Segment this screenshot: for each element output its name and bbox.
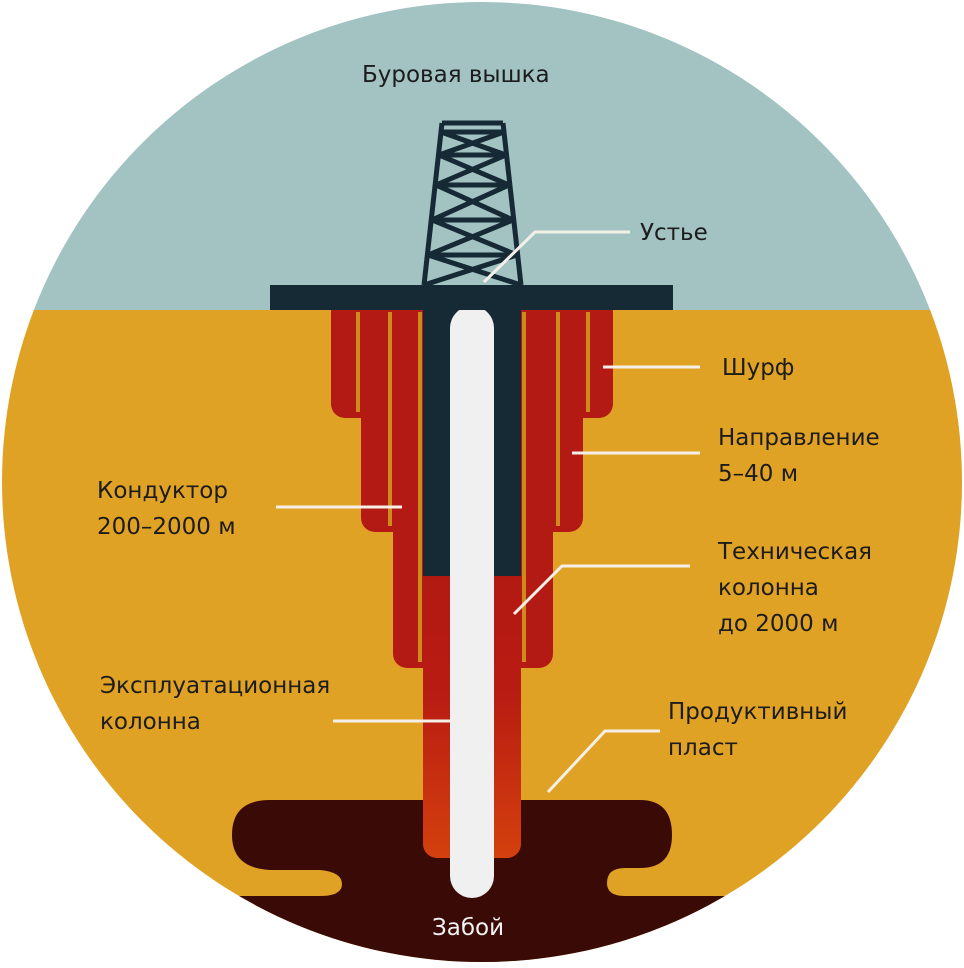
label-wellhead: Устье bbox=[640, 220, 708, 246]
label-conductor-line1: Кондуктор bbox=[97, 478, 228, 504]
label-direction: Направление 5–40 м bbox=[718, 420, 880, 492]
label-rig: Буровая вышка bbox=[362, 62, 550, 88]
production-tube bbox=[450, 306, 494, 898]
label-pit: Шурф bbox=[722, 355, 795, 381]
label-reservoir: Продуктивный пласт bbox=[668, 694, 847, 766]
leader-technical bbox=[512, 564, 690, 616]
leader-lines bbox=[276, 230, 700, 794]
label-reservoir-line2: пласт bbox=[668, 735, 738, 761]
label-technical-line3: до 2000 м bbox=[718, 611, 839, 637]
label-direction-line1: Направление bbox=[718, 425, 880, 451]
leader-wellhead bbox=[482, 230, 630, 284]
derrick bbox=[421, 120, 524, 288]
label-production: Эксплуатационная колонна bbox=[100, 668, 330, 740]
label-bottom: Забой bbox=[432, 915, 505, 941]
label-production-line2: колонна bbox=[100, 709, 201, 735]
platform bbox=[270, 285, 673, 310]
label-conductor: Кондуктор 200–2000 м bbox=[97, 473, 236, 545]
label-technical-line2: колонна bbox=[718, 575, 819, 601]
label-conductor-line2: 200–2000 м bbox=[97, 514, 236, 540]
label-reservoir-line1: Продуктивный bbox=[668, 699, 848, 725]
label-production-line1: Эксплуатационная bbox=[100, 673, 331, 699]
label-direction-line2: 5–40 м bbox=[718, 461, 799, 487]
label-technical: Техническая колонна до 2000 м bbox=[718, 534, 872, 642]
leader-reservoir bbox=[546, 729, 660, 794]
label-technical-line1: Техническая bbox=[718, 539, 873, 565]
